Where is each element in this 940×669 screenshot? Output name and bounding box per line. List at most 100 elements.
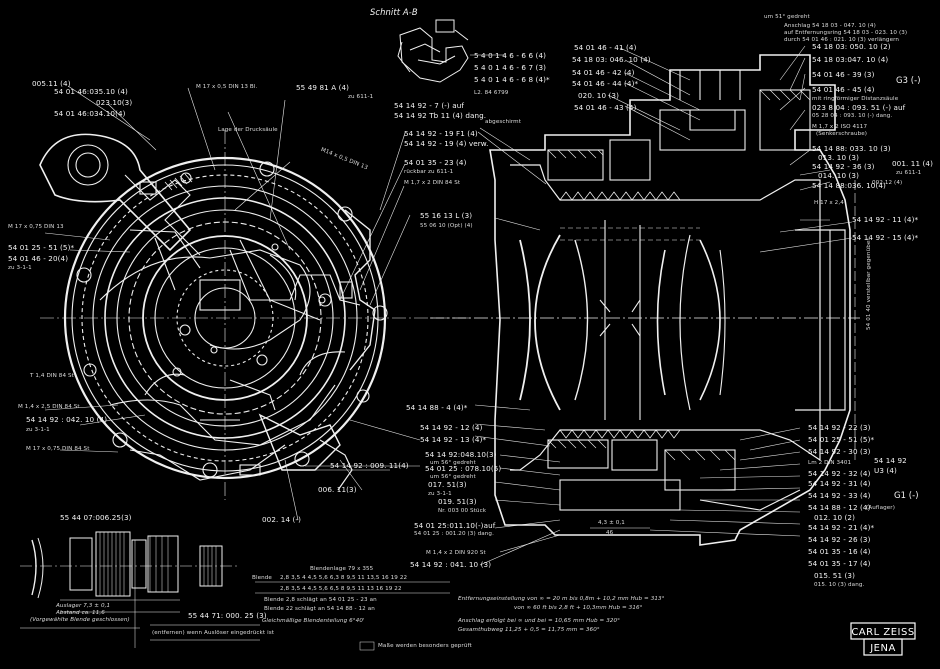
r-540146-43: 54 01 46 - 43 (4) [574,103,637,112]
r-540146-42: 54 01 46 - 42 (4) [572,68,635,77]
blende-row2: 2,8 3,5 4 4,5 5,6 6,5 8 9,5 11 13 16 19 … [280,586,402,592]
label-m12: M 1,7 x 2 DIN 84 St [404,180,461,186]
right-leaders [474,45,853,566]
r-senk: (Senkerschraube) [816,131,868,137]
label-554981-sub: zu 611-1 [348,94,374,100]
r-541492-22: 54 14 92 - 22 (3) [808,423,871,432]
blende-table [255,581,450,651]
r-541492-15: 54 14 92 - 15 (4)* [852,233,919,242]
focus-note-1: Entfernungseinstellung von ∞ = 20 m bis … [458,596,665,602]
label-masse: Maße werden besonders geprüft [378,643,472,649]
r-541492-32: 54 14 92 - 32 (4) [808,469,871,478]
r-541492-11: 54 14 92 - 11 (4)* [852,215,919,224]
label-017-sub: zu 3-1-1 [428,491,452,497]
r-541492-31: 54 14 92 - 31 (4) [808,479,871,488]
logo-top-text: CARL ZEISS [851,627,915,638]
label-541492-048: 54 14 92:048.10(3) [425,450,497,459]
label-verwenden: (entfernen) wenn Auslöser eingedrückt is… [152,630,275,636]
label-540125-51: 54 01 25 - 51 (5)* [8,243,75,252]
label-554981: 55 49 81 A (4) [296,83,350,92]
blende-row4: Blende 22 schlägt an 54 14 88 - 12 an [264,606,375,612]
blende-row1: 2,8 3,5 4 4,5 5,6 6,3 8 9,5 11 13,5 16 1… [280,575,408,581]
label-540125-011b: 54 01 25 : 001.20 (3) dang. [414,531,494,537]
label-auslager: Auslager 7,3 ± 0,1 [56,603,111,609]
r-top1: Anschlag 54 18 03 - 047. 10 (4) [784,23,876,29]
r-541803-050: 54 18 03: 050. 10 (2) [812,42,891,51]
label-5414884: 54 14 88 - 4 (4)* [406,403,468,412]
r-u3b: U3 (4) [874,466,897,475]
label-541492-13: 54 14 92 - 13 (4)* [420,435,487,444]
label-540146-035: 54 01 46:035.10 (4) [54,87,128,96]
stack-2: 5 4 0 1 4 6 - 6 7 (3) [474,63,547,72]
label-541492-041: 54 14 92 : 041. 10 (3) [410,560,492,569]
label-m17-top: M 17 x 0,5 DIN 13 Bl. [196,84,258,90]
label-551613: 55 16 13 L (3) [420,211,473,220]
label-vorgw: (Vorgewählte Blende geschlossen) [30,617,130,623]
label-023: 023.10(3) [96,98,133,107]
r-020: 020. 10 (3) [578,91,619,100]
label-bezugs: Abstand ca. 11,6 [56,610,105,616]
r-540146-45: 54 01 46 - 45 (4) [812,85,875,94]
r-l1: Lm 2 DIN 3401 [808,460,852,466]
r-541492-33: 54 14 92 - 33 (4) [808,491,871,500]
label-541492-009: 54 14 92 : 009. 11(4) [330,461,409,470]
stack-1: 5 4 0 1 4 6 - 6 6 (4) [474,51,547,60]
r-541803-047: 54 18 03:047. 10 (4) [812,55,889,64]
r-m17: M 1,7 x 2 ISO 4117 [812,124,868,130]
r-002: 002.12 (4) [872,180,903,186]
label-017: 017. 51(3) [428,480,467,489]
label-540146-20-sub: zu 3-1-1 [8,265,32,271]
label-tr: T 1,4 DIN 84 St [30,373,74,379]
r-540135-16: 54 01 35 - 16 (4) [808,547,871,556]
r-541492-26: 54 14 92 - 26 (3) [808,535,871,544]
r-001-sub: zu 611-1 [896,170,922,176]
label-540135-23-sub: rückbar zu 611-1 [404,169,454,175]
r-vertical: 54 01 40 verstellbar gegenüber [866,238,872,330]
r-u3: 54 14 92 [874,456,907,465]
dim-1: 4,3 ± 0,1 [598,520,625,526]
label-541492-7: 54 14 92 - 7 (-) auf [394,101,465,110]
r-541488-033: 54 14 88: 033. 10 (3) [812,144,891,153]
label-551613-sub: 55 06 10 (Opt) (4) [420,223,473,229]
r-top2: auf Entfernungsring 54 18 03 - 023. 10 (… [784,30,908,36]
blende-head: Blende [252,575,272,581]
r-541492-36: 54 14 92 - 36 (3) [812,162,875,171]
label-5544-006: 55 44 07:006.25(3) [60,513,132,522]
label-m1: M 1,4 x 2 DIN 920 St [426,550,486,556]
r-g3: G3 (-) [896,75,921,85]
r-541492-21: 54 14 92 - 21 (4)* [808,523,875,532]
r-540125-51: 54 01 25 - 51 (5)* [808,435,875,444]
focus-note-2: von ∞ 60 ft bis 2,8 ft + 10,3mm Hub = 31… [514,605,643,611]
focus-note-4: Gesamthubweg 11,25 + 0,5 = 11,75 mm = 36… [458,627,600,633]
r-023: 023 8 04 : 093. 51 (-) auf [812,103,906,112]
label-541492-19: 54 14 92 - 19 (4) verw. [404,139,489,148]
label-541492-7b: 54 14 92 Tb 11 (4) dang. [394,111,487,120]
label-006: 006. 11(3) [318,485,357,494]
stack-4: L2. 84 6799 [474,90,509,96]
label-019: 019. 51(3) [438,497,477,506]
r-013: 013. 10 (3) [818,153,859,162]
label-541492-12: 54 14 92 - 12 (4) [420,423,483,432]
label-541492-042: 54 14 92 : 042. 10 (4) [26,415,108,424]
r-541803-046: 54 18 03: 046. 10 (4) [572,55,651,64]
label-541492-19f: 54 14 92 - 19 F1 (4) [404,129,478,138]
label-m17c: M 17 x 0,75 DIN 84 St [26,446,90,452]
section-view [430,54,860,546]
r-001: 001. 11 (4) [892,159,933,168]
r-023b: 05 28 04 : 093. 10 (-) dang. [812,113,893,119]
label-m17-left: M 17 x 0,75 DIN 13 [8,224,64,230]
r-015: 015. 51 (3) [814,571,855,580]
dim-2: 46 [606,530,614,536]
label-540125-011: 54 01 25:011.10(-)auf [414,521,496,530]
r-sep-mid: H 17 x 2,4 [814,200,844,206]
r-g1: G1 (-) [894,490,919,500]
r-540146-39: 54 01 46 - 39 (3) [812,70,875,79]
label-m17b: M 1,4 x 2,5 DIN 84 St [18,404,80,410]
label-lage: Lage der Drucksäule [218,127,278,133]
label-541492-048-sub: um 56° gedreht [430,460,476,466]
focus-note-3: Anschlag erfolgt bei ∞ und bei = 10,65 m… [458,618,621,624]
blende-row3: Blende 2,8 schlägt an 54 01 25 - 23 an [264,597,377,603]
label-541492-042-sub: zu 3-1-1 [26,427,50,433]
label-002: 002. 14 (-) [262,515,302,524]
